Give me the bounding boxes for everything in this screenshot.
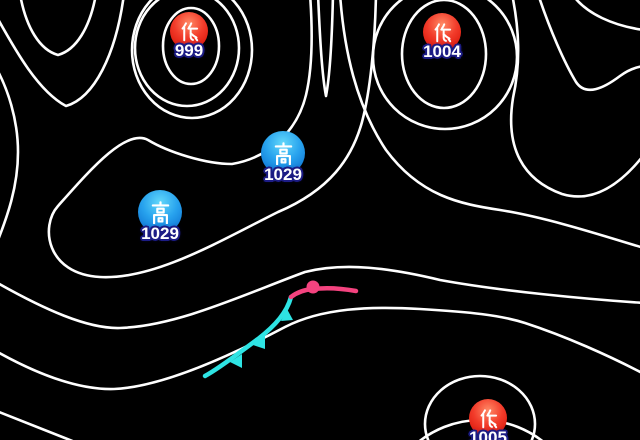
- cold-front-barb-icon: [253, 335, 265, 349]
- isobar-line: [0, 306, 640, 391]
- isobar-line: [339, 0, 640, 249]
- isobar-line: [0, 410, 74, 440]
- pressure-value-label: 1005: [469, 428, 507, 440]
- low-pressure-icon[interactable]: [469, 399, 507, 437]
- isobar-ring: [400, 0, 488, 110]
- low-symbol-glyph: [434, 22, 451, 42]
- isobar-line: [0, 265, 640, 330]
- low-symbol-glyph: [181, 21, 198, 41]
- warm-front-line: [288, 285, 359, 300]
- low-symbol-glyph: [480, 408, 497, 428]
- isobar-line: [0, 72, 20, 239]
- cold-front-line: [202, 294, 294, 379]
- isobar-ring: [133, 0, 241, 108]
- pressure-value-label: 1029: [264, 165, 302, 184]
- low-pressure-icon[interactable]: [170, 12, 208, 50]
- isobar-ring: [423, 374, 537, 440]
- pressure-value-label: 1029: [141, 224, 179, 243]
- high-symbol-glyph: [151, 200, 169, 224]
- isobar-line: [316, 0, 335, 98]
- cold-front-barb-icon: [281, 309, 293, 321]
- front-system: [202, 280, 359, 379]
- high-symbol-glyph: [274, 141, 292, 165]
- cold-front-barb-icon: [230, 354, 242, 368]
- isobar-ring: [161, 6, 221, 86]
- isobar-line: [575, 0, 640, 31]
- isobar-ring: [130, 0, 254, 120]
- isobar-line: [47, 0, 378, 279]
- isobar-line: [0, 0, 125, 108]
- low-pressure-icon[interactable]: [423, 13, 461, 51]
- isobar-line: [509, 0, 640, 198]
- isobar-line: [19, 0, 97, 57]
- isobar-line: [538, 0, 640, 92]
- high-pressure-icon[interactable]: [138, 190, 182, 234]
- warm-front-bump-icon: [306, 280, 320, 294]
- high-pressure-icon[interactable]: [261, 131, 305, 175]
- pressure-value-label: 1004: [423, 42, 461, 61]
- pressure-value-label: 999: [174, 41, 204, 60]
